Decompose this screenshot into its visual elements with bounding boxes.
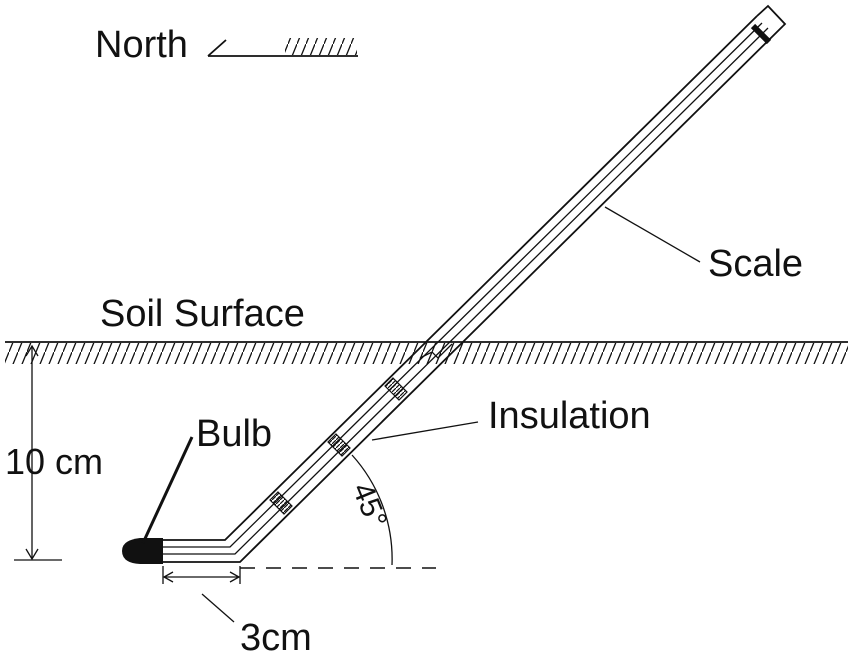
bulb-label: Bulb	[196, 413, 272, 455]
bulb-leader-line	[141, 436, 194, 544]
bulb-annotation: Bulb	[141, 413, 272, 544]
north-hatch	[285, 38, 357, 55]
insulation-label: Insulation	[488, 395, 651, 437]
angle-label: 45°	[346, 478, 394, 532]
scale-annotation: Scale	[604, 206, 803, 285]
thermometer-tube-lower-edge	[163, 25, 784, 563]
thermometer-bulb	[122, 538, 163, 564]
depth-arrow-top	[25, 344, 39, 357]
thermometer	[122, 4, 787, 564]
scale-label: Scale	[708, 243, 803, 285]
insulation-band-2	[327, 433, 351, 457]
insulation-leader-line	[371, 421, 479, 441]
insulation-annotation: Insulation	[371, 395, 651, 441]
north-arrow-tick	[207, 39, 227, 57]
scale-leader-line	[604, 206, 701, 263]
length-label: 3cm	[240, 617, 312, 659]
length-dimension: 3cm	[162, 566, 312, 659]
length-leader-line	[201, 593, 235, 623]
angle-arc	[351, 454, 393, 566]
length-arrow-left	[162, 571, 174, 583]
thermometer-neck	[419, 343, 453, 359]
depth-arrow-bottom	[25, 548, 39, 561]
depth-label: 10 cm	[5, 441, 103, 482]
length-arrow-right	[229, 571, 241, 583]
thermometer-capillary-bottom	[163, 27, 769, 555]
thermometer-top-band	[750, 23, 772, 45]
north-label: North	[95, 24, 188, 66]
thermometer-tube-upper-edge	[163, 15, 758, 541]
thermometer-capillary-top	[163, 22, 763, 548]
angle-annotation: 45°	[240, 454, 436, 569]
insulation-band-3	[269, 491, 293, 515]
insulation-band-1	[384, 377, 408, 401]
soil-surface-label: Soil Surface	[100, 293, 305, 335]
thermometer-top-cap	[756, 4, 787, 27]
north-indicator: North	[95, 24, 358, 66]
depth-dimension: 10 cm	[5, 344, 103, 561]
